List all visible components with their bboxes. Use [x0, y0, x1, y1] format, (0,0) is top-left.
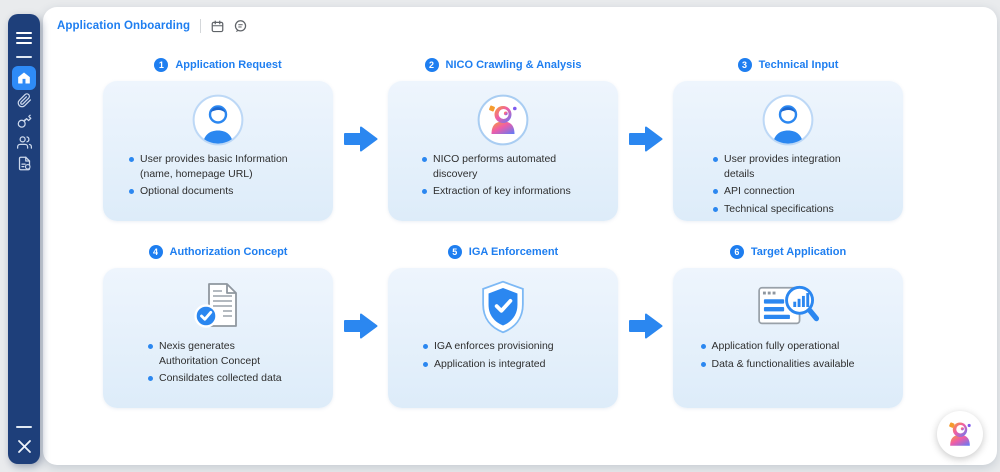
nico-robot-icon	[477, 92, 529, 148]
step-bullet-list: Application fully operational Data & fun…	[700, 339, 876, 374]
step-card: IGA enforces provisioning Application is…	[388, 268, 618, 408]
bullet-dot-icon	[422, 189, 427, 194]
bullet-dot-icon	[700, 344, 706, 349]
step-target-application: 6 Target Application	[673, 244, 903, 408]
step-technical-input: 3 Technical Input User	[673, 57, 903, 221]
bullet-dot-icon	[713, 206, 718, 212]
step-number-badge: 1	[154, 58, 169, 72]
flow-row-2: 4 Authorization Concept	[103, 244, 997, 408]
bullet-dot-icon	[423, 361, 428, 367]
step-bullet-list: IGA enforces provisioning Application is…	[423, 339, 583, 374]
bullet-dot-icon	[700, 361, 706, 367]
step-number-badge: 4	[148, 245, 163, 259]
bullet-dot-icon	[713, 157, 718, 162]
flow-arrow-icon	[618, 244, 673, 408]
step-number-badge: 6	[729, 245, 744, 259]
list-item: Optional documents	[129, 184, 307, 199]
bullet-dot-icon	[129, 157, 134, 162]
list-item: IGA enforces provisioning	[423, 339, 583, 354]
step-card: Application fully operational Data & fun…	[673, 268, 903, 408]
bullet-dot-icon	[129, 189, 134, 194]
nico-chat-launcher-button[interactable]	[937, 411, 983, 457]
menu-icon[interactable]	[13, 27, 35, 48]
step-title: IGA Enforcement	[468, 246, 559, 258]
step-title: NICO Crawling & Analysis	[445, 59, 582, 71]
flow-row-1: 1 Application Request	[103, 57, 997, 221]
list-item: Application fully operational	[700, 339, 876, 354]
step-title: Application Request	[175, 59, 282, 71]
sidebar-item-attachments[interactable]	[13, 90, 35, 111]
list-item: Extraction of key informations	[422, 184, 584, 199]
list-item: Technical specifications	[713, 202, 863, 217]
step-bullet-list: User provides basic Information (name, h…	[129, 152, 307, 202]
list-item: User provides basic Information (name, h…	[129, 152, 307, 181]
step-number-badge: 5	[447, 245, 462, 259]
users-icon	[16, 135, 32, 150]
topbar: Application Onboarding	[43, 7, 997, 45]
step-card: User provides basic Information (name, h…	[103, 81, 333, 221]
step-bullet-list: Nexis generates Authoritation Concept Co…	[148, 339, 288, 389]
step-header: 3 Technical Input	[673, 57, 903, 73]
nico-robot-icon	[943, 417, 977, 451]
step-number-badge: 2	[424, 58, 439, 72]
sidebar-item-home[interactable]	[12, 66, 36, 90]
step-application-request: 1 Application Request	[103, 57, 333, 221]
bullet-dot-icon	[713, 189, 718, 194]
step-card: NICO performs automated discovery Extrac…	[388, 81, 618, 221]
step-bullet-list: NICO performs automated discovery Extrac…	[422, 152, 584, 202]
list-item: Consildates collected data	[148, 371, 288, 386]
key-icon	[17, 114, 32, 129]
step-header: 4 Authorization Concept	[103, 244, 333, 260]
sidebar	[8, 14, 40, 464]
bullet-dot-icon	[148, 376, 153, 381]
sidebar-item-keys[interactable]	[13, 111, 35, 132]
flow-arrow-icon	[333, 244, 388, 408]
flow-arrow-icon	[618, 57, 673, 221]
shield-check-icon	[476, 279, 530, 335]
step-bullet-list: User provides integration details API co…	[713, 152, 863, 219]
step-header: 1 Application Request	[103, 57, 333, 73]
step-header: 6 Target Application	[673, 244, 903, 260]
user-icon	[762, 92, 814, 148]
flow-arrow-icon	[333, 57, 388, 221]
step-authorization-concept: 4 Authorization Concept	[103, 244, 333, 408]
list-item: API connection	[713, 184, 863, 199]
list-item: NICO performs automated discovery	[422, 152, 584, 181]
list-item: Data & functionalities available	[700, 357, 876, 372]
records-icon	[17, 156, 32, 171]
step-card: Nexis generates Authoritation Concept Co…	[103, 268, 333, 408]
bullet-dot-icon	[422, 157, 427, 162]
sidebar-divider	[16, 426, 32, 428]
step-card: User provides integration details API co…	[673, 81, 903, 221]
sidebar-item-users[interactable]	[13, 132, 35, 153]
list-item: Application is integrated	[423, 357, 583, 372]
step-iga-enforcement: 5 IGA Enforcement IGA enforces provision…	[388, 244, 618, 408]
document-check-icon	[190, 279, 246, 335]
sidebar-divider	[16, 56, 32, 58]
list-item: Nexis generates Authoritation Concept	[148, 339, 288, 368]
step-header: 2 NICO Crawling & Analysis	[388, 57, 618, 73]
step-title: Technical Input	[758, 59, 839, 71]
close-icon[interactable]	[17, 439, 32, 454]
home-icon	[17, 71, 31, 85]
comment-icon[interactable]	[233, 19, 248, 34]
list-item: User provides integration details	[713, 152, 863, 181]
step-header: 5 IGA Enforcement	[388, 244, 618, 260]
main-window-panel: Application Onboarding 1 Application Req…	[43, 7, 997, 465]
bullet-dot-icon	[148, 344, 153, 349]
calendar-icon[interactable]	[210, 19, 225, 34]
user-icon	[192, 92, 244, 148]
bullet-dot-icon	[423, 344, 428, 349]
step-title: Authorization Concept	[169, 246, 288, 258]
step-number-badge: 3	[737, 58, 752, 72]
app-analytics-icon	[755, 279, 821, 335]
step-nico-crawling: 2 NICO Crawling & Analysis	[388, 57, 618, 221]
paperclip-icon	[17, 93, 32, 108]
topbar-divider	[200, 19, 202, 33]
page-title: Application Onboarding	[57, 20, 191, 32]
sidebar-item-records[interactable]	[13, 153, 35, 174]
step-title: Target Application	[750, 246, 847, 258]
